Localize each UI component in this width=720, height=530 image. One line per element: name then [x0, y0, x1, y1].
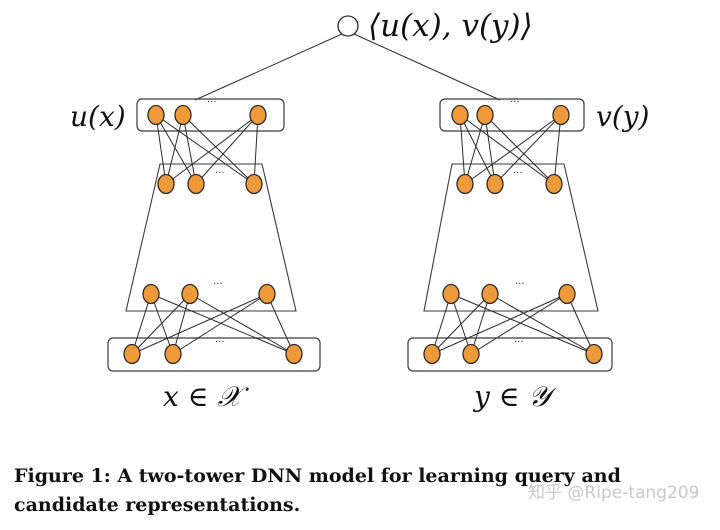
output-edge-left: [194, 33, 343, 101]
embedding-node: [552, 104, 570, 126]
left-input-label: x ∈ 𝒳: [163, 380, 249, 413]
embedding-node: [476, 104, 494, 126]
connection-edge: [459, 114, 555, 185]
connection-edge: [165, 114, 184, 185]
embedding-node: [147, 104, 165, 126]
right-embedding-label: v(y): [596, 100, 649, 133]
right-ellipsis-upper: ···: [513, 168, 523, 179]
left-embedding-box: [136, 98, 285, 132]
output-edge-right: [353, 33, 501, 101]
output-label: ⟨u(x), v(y)⟩: [368, 8, 533, 44]
connection-edge: [464, 114, 486, 185]
connection-edge: [150, 293, 174, 355]
left-tower: u(x) x ∈ 𝒳 ··· ··· ··· ···: [70, 97, 321, 413]
hidden-lower-node: [258, 283, 276, 305]
connection-edge: [155, 114, 197, 185]
hidden-lower-node: [481, 283, 499, 305]
input-node: [164, 343, 182, 365]
connection-edge: [470, 293, 568, 355]
connection-edge: [266, 293, 295, 355]
hidden-upper-node: [545, 173, 563, 195]
embedding-node: [249, 104, 267, 126]
connection-edge: [450, 293, 595, 355]
input-node: [285, 343, 303, 365]
connection-edge: [131, 293, 268, 355]
connection-edge: [172, 293, 268, 355]
connection-edge: [195, 114, 259, 185]
left-ellipsis-bottom: ···: [215, 337, 225, 348]
connection-edge: [172, 293, 191, 355]
connection-edge: [484, 114, 496, 185]
right-tower: v(y) y ∈ 𝒴 ··· ··· ··· ···: [407, 97, 649, 413]
hidden-upper-node: [486, 173, 504, 195]
figure-caption: Figure 1: A two-tower DNN model for lear…: [14, 465, 621, 516]
two-tower-diagram: ⟨u(x), v(y)⟩ u(x) x ∈ 𝒳 ··· ··· ··· ··· …: [70, 8, 649, 413]
left-tower-trapezoid: [125, 163, 297, 312]
connection-edge: [155, 114, 255, 185]
connection-edge: [431, 293, 568, 355]
right-embedding-box: [439, 98, 585, 132]
connection-edge: [459, 114, 466, 185]
right-ellipsis-lower: ···: [515, 279, 525, 290]
connection-edge: [131, 293, 152, 355]
embedding-node: [451, 104, 469, 126]
right-ellipsis-top: ···: [510, 97, 520, 108]
output-node: [337, 15, 359, 37]
right-input-box: [407, 337, 613, 372]
connection-edge: [566, 293, 595, 355]
left-edges: [131, 114, 295, 355]
connection-edge: [553, 114, 562, 185]
hidden-lower-node: [142, 283, 160, 305]
connection-edge: [464, 114, 562, 185]
hidden-lower-node: [181, 283, 199, 305]
embedding-node: [174, 104, 192, 126]
right-nodes: [423, 104, 603, 365]
connection-edge: [431, 293, 452, 355]
left-ellipsis-upper: ···: [215, 168, 225, 179]
connection-edge: [165, 114, 259, 185]
connection-edge: [494, 114, 562, 185]
left-nodes: [123, 104, 303, 365]
connection-edge: [131, 293, 191, 355]
left-input-box: [107, 337, 321, 372]
hidden-upper-node: [187, 173, 205, 195]
input-node: [423, 343, 441, 365]
connection-edge: [470, 293, 491, 355]
left-embedding-label: u(x): [70, 100, 126, 133]
connection-edge: [182, 114, 255, 185]
connection-edge: [431, 293, 491, 355]
left-ellipsis-lower: ···: [213, 279, 223, 290]
left-ellipsis-top: ···: [207, 97, 217, 108]
connection-edge: [150, 293, 295, 355]
watermark: 知乎 @Ripe-tang209: [528, 483, 700, 503]
hidden-upper-node: [157, 173, 175, 195]
hidden-lower-node: [558, 283, 576, 305]
right-edges: [431, 114, 595, 355]
input-node: [462, 343, 480, 365]
connection-edge: [155, 114, 167, 185]
connection-edge: [459, 114, 496, 185]
connection-edge: [489, 293, 595, 355]
right-input-label: y ∈ 𝒴: [472, 380, 557, 413]
connection-edge: [182, 114, 197, 185]
input-node: [585, 343, 603, 365]
connection-edge: [253, 114, 259, 185]
connection-edge: [484, 114, 555, 185]
input-node: [123, 343, 141, 365]
hidden-upper-node: [245, 173, 263, 195]
right-ellipsis-bottom: ···: [514, 337, 524, 348]
hidden-upper-node: [456, 173, 474, 195]
hidden-lower-node: [442, 283, 460, 305]
connection-edge: [189, 293, 295, 355]
